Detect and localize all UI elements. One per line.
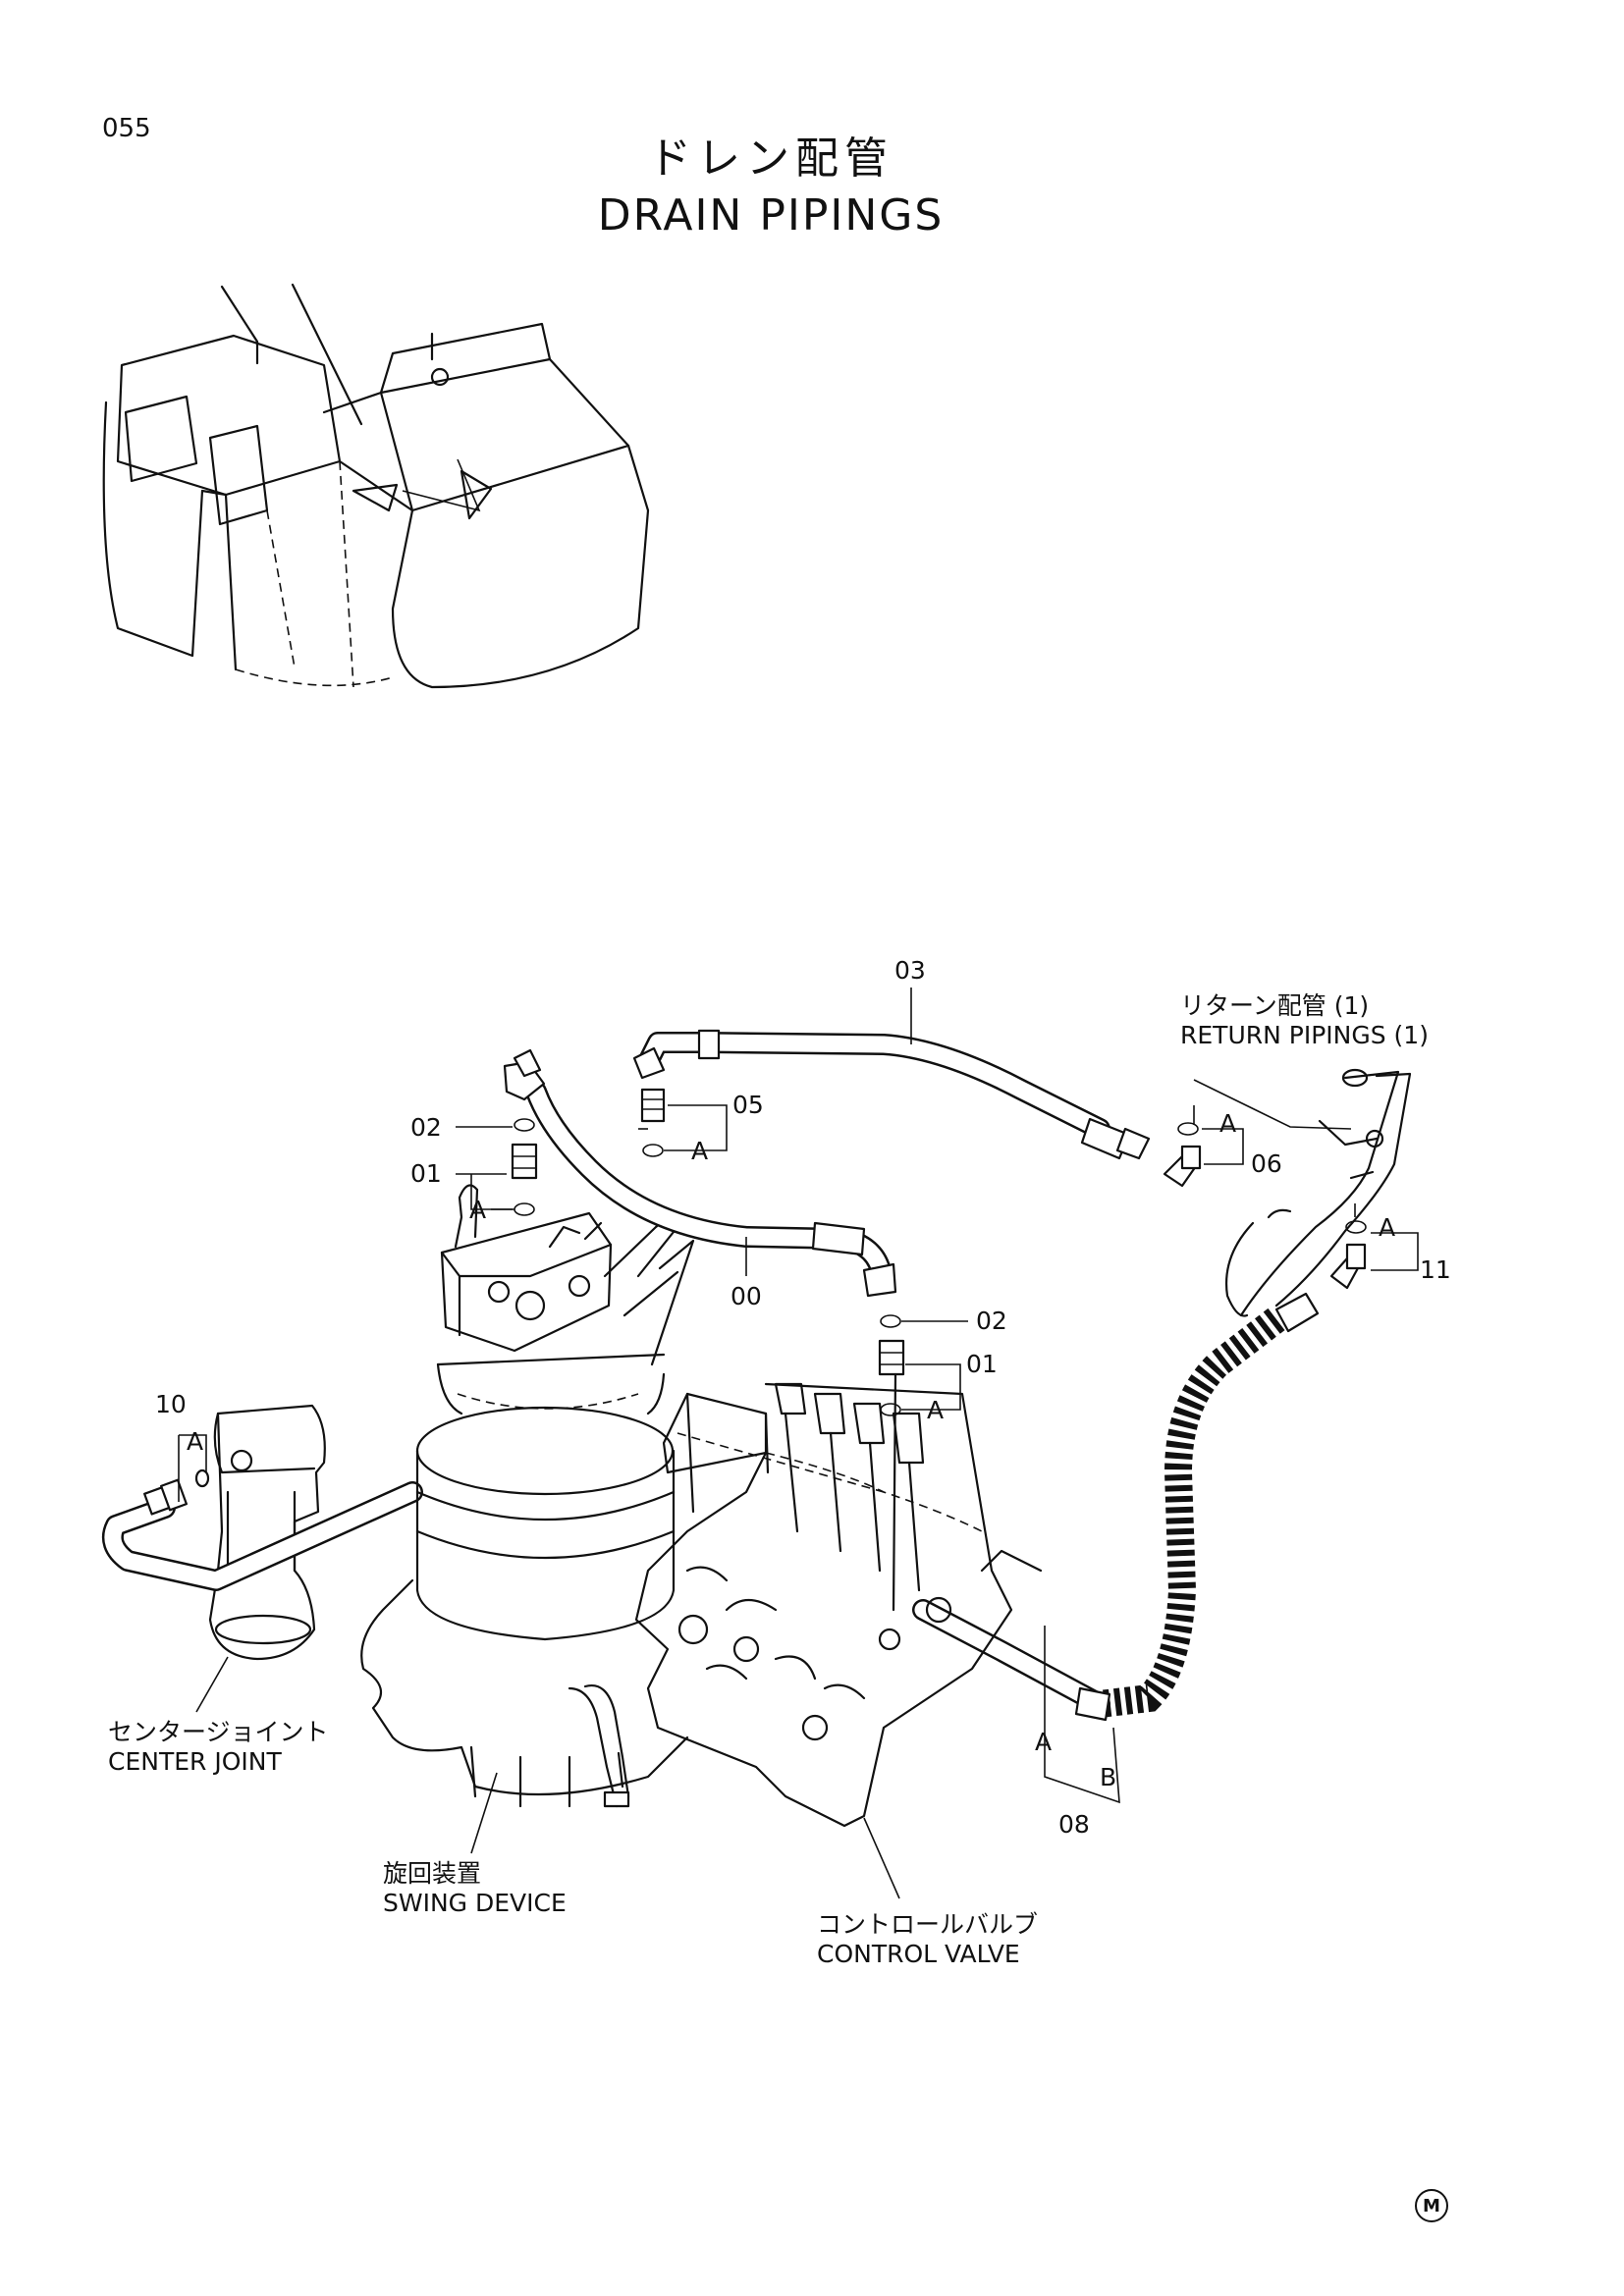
ref-label-a-right: A — [927, 1396, 945, 1424]
page-title-jp: ドレン配管 — [648, 133, 893, 184]
part-label-02-left: 02 — [410, 1113, 442, 1142]
return-pipe — [1225, 1068, 1412, 1317]
control-valve-label-jp: コントロールバルブ — [817, 1910, 1039, 1939]
part-label-05: 05 — [732, 1091, 764, 1119]
return-pipings-label-en: RETURN PIPINGS (1) — [1180, 1021, 1429, 1049]
page-number: 055 — [102, 114, 151, 143]
control-valve-label-en: CONTROL VALVE — [817, 1940, 1020, 1968]
part-label-03: 03 — [894, 956, 926, 985]
center-joint-label-en: CENTER JOINT — [108, 1747, 282, 1776]
part-label-01-right: 01 — [966, 1350, 998, 1378]
leader-lines — [178, 988, 1419, 1899]
excavator-overview — [102, 283, 650, 689]
ref-label-a-left: A — [469, 1196, 487, 1224]
center-joint — [208, 1404, 326, 1661]
part-label-00: 00 — [731, 1282, 762, 1310]
part-label-11: 11 — [1420, 1255, 1451, 1284]
fittings-01-02-left — [511, 1118, 538, 1216]
hose-03 — [632, 1029, 1151, 1160]
control-valve — [634, 1372, 1043, 1828]
part-label-02-right: 02 — [976, 1307, 1007, 1335]
page-title-en: DRAIN PIPINGS — [597, 190, 945, 240]
swing-device-label-jp: 旋回装置 — [383, 1859, 482, 1888]
return-pipings-label-jp: リターン配管 (1) — [1180, 991, 1370, 1020]
fitting-11 — [1329, 1220, 1367, 1290]
part-label-10: 10 — [155, 1390, 187, 1418]
ref-label-b-08: B — [1100, 1763, 1117, 1791]
swing-device-label-en: SWING DEVICE — [383, 1889, 567, 1917]
hose-08 — [912, 1292, 1320, 1722]
part-label-06: 06 — [1251, 1149, 1282, 1178]
ref-label-a-11: A — [1379, 1213, 1396, 1242]
ref-label-a-06: A — [1219, 1109, 1237, 1138]
hose-10 — [102, 1468, 423, 1591]
fitting-05 — [640, 1088, 666, 1157]
center-joint-label-jp: センタージョイント — [108, 1718, 329, 1746]
hose-00 — [503, 1048, 897, 1298]
ref-label-a-10: A — [187, 1427, 204, 1456]
part-label-01-left: 01 — [410, 1159, 442, 1188]
swing-device — [360, 1184, 695, 1808]
part-label-08: 08 — [1058, 1810, 1090, 1839]
fittings-01-02-right — [878, 1314, 905, 1416]
ref-label-a-05: A — [691, 1137, 709, 1165]
ref-label-a-08: A — [1035, 1728, 1053, 1756]
circled-m-mark: M — [1415, 2189, 1448, 2222]
fitting-06 — [1163, 1122, 1202, 1188]
